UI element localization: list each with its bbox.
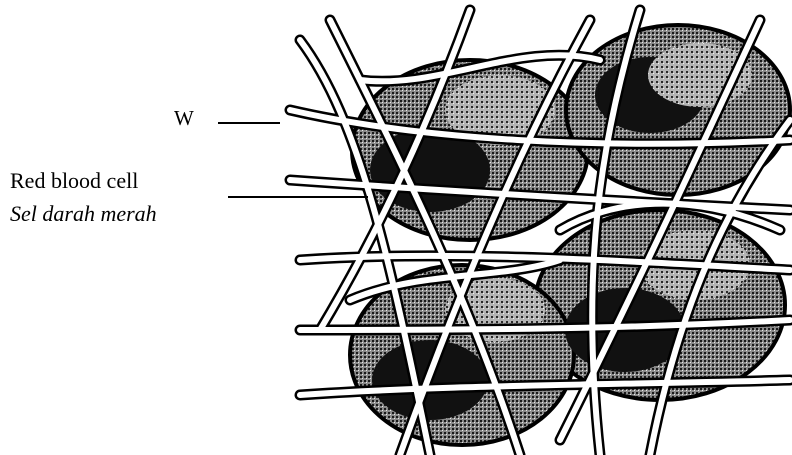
label-w: W xyxy=(174,108,194,129)
label-red-blood-cell: Red blood cell xyxy=(10,170,138,192)
red-blood-cell-pointer-line xyxy=(228,196,368,198)
w-pointer-line xyxy=(218,122,280,124)
label-sel-darah-merah: Sel darah merah xyxy=(10,203,157,225)
